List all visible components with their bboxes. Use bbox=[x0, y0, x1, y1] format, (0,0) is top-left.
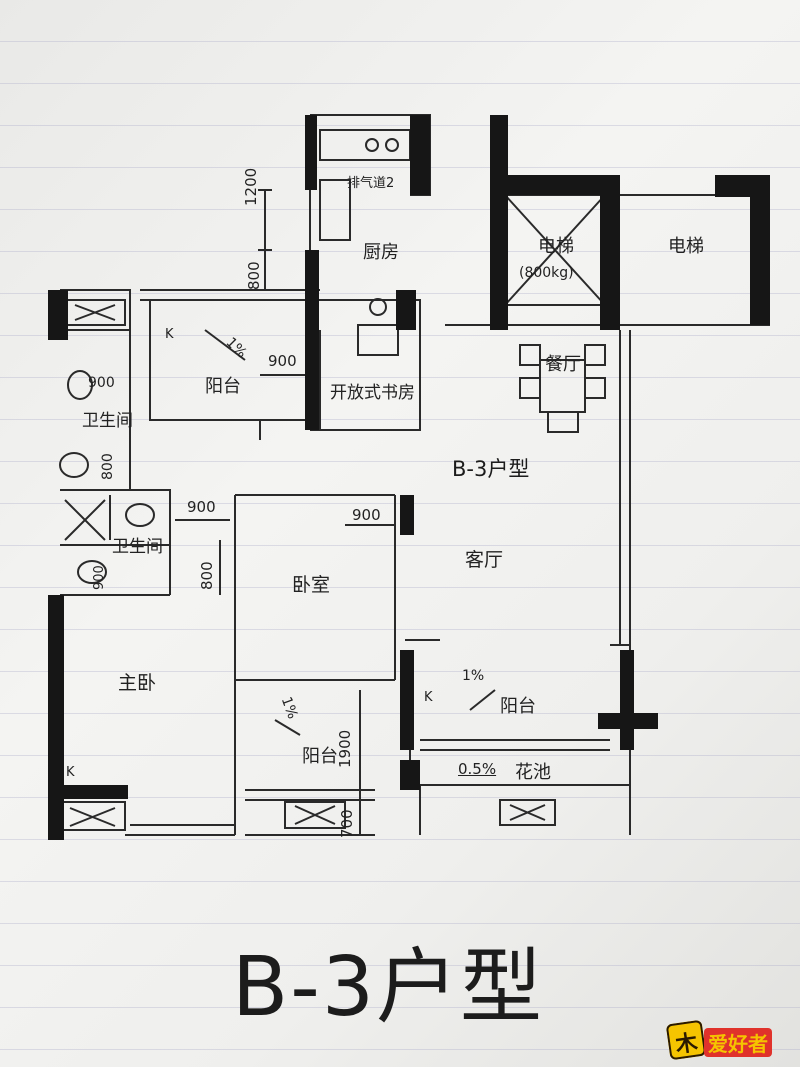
slope-3: 1% bbox=[462, 668, 485, 684]
room-balcony-bed: 阳台 bbox=[302, 746, 338, 767]
room-study: 开放式书房 bbox=[330, 383, 415, 403]
room-living: 客厅 bbox=[465, 549, 504, 571]
dim-1900: 1900 bbox=[336, 729, 354, 768]
room-elevator-right: 电梯 bbox=[668, 236, 704, 257]
dim-800-kitchen: 800 bbox=[245, 261, 263, 290]
elevator-capacity: (800kg) bbox=[519, 265, 574, 281]
room-flower-bed: 花池 bbox=[515, 762, 551, 783]
logo-text: 爱好者 bbox=[704, 1028, 772, 1057]
dim-800-bath-top: 800 bbox=[100, 453, 116, 480]
room-elevator-left: 电梯 bbox=[538, 236, 574, 257]
dim-900-bath-mid: 900 bbox=[92, 565, 107, 590]
slope-2: 1% bbox=[277, 694, 301, 722]
marker-k3: K bbox=[66, 765, 75, 780]
slope-4: 0.5% bbox=[458, 760, 497, 778]
room-bedroom: 卧室 bbox=[292, 574, 331, 596]
dim-1200: 1200 bbox=[242, 167, 260, 206]
exhaust-label: 排气道2 bbox=[347, 176, 395, 191]
dim-900-bed: 900 bbox=[187, 498, 216, 516]
watermark-logo: 木 爱好者 bbox=[665, 1019, 796, 1062]
marker-k2: K bbox=[424, 690, 433, 705]
slope-1: 1% bbox=[222, 334, 250, 362]
dim-700: 700 bbox=[338, 809, 356, 838]
marker-k1: K bbox=[165, 327, 174, 342]
room-bath-top: 卫生间 bbox=[82, 411, 133, 431]
dim-800-bed: 800 bbox=[198, 561, 216, 590]
page-title: B-3户型 bbox=[232, 940, 545, 1035]
dim-900-balcony: 900 bbox=[268, 352, 297, 370]
room-master: 主卧 bbox=[118, 672, 157, 694]
room-balcony-top: 阳台 bbox=[205, 376, 241, 397]
room-bath-mid: 卫生间 bbox=[112, 537, 163, 557]
plan-title: B-3户型 bbox=[452, 457, 530, 481]
room-balcony-living: 阳台 bbox=[500, 696, 536, 717]
room-kitchen: 厨房 bbox=[363, 242, 399, 263]
logo-icon: 木 bbox=[665, 1019, 707, 1061]
room-dining: 餐厅 bbox=[545, 354, 581, 375]
dim-900-living: 900 bbox=[352, 506, 381, 524]
dim-900-bath-top: 900 bbox=[88, 375, 115, 391]
